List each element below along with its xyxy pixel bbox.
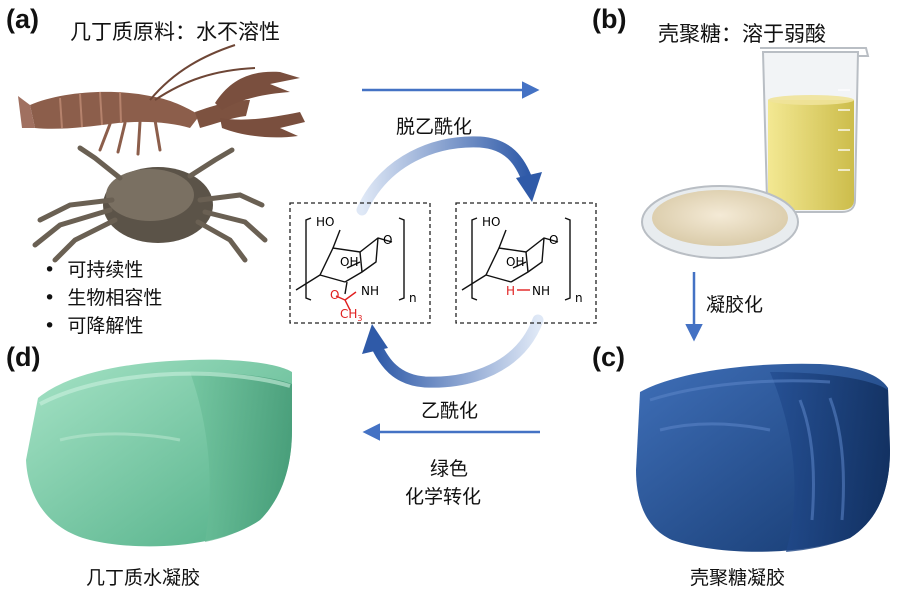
gelation-label: 凝胶化 [706,294,764,316]
crustacean-illustration [18,44,305,263]
chitosan-o-label: O [549,233,558,247]
beaker-icon [760,47,870,213]
chitosan-nh-label: NH [532,284,550,298]
panel-b-title: 壳聚糖：溶于弱酸 [658,22,826,46]
property-item: • 生物相容性 [44,287,163,309]
chitin-structure: HO OH O NH O CH3 n [289,202,431,324]
chitin-hydrogel-caption: 几丁质水凝胶 [86,567,201,589]
bullet-icon: • [44,315,56,337]
chitin-o-label: O [383,233,392,247]
property-item: • 可降解性 [44,315,144,337]
panel-a-title: 几丁质原料：水不溶性 [70,20,280,44]
crayfish-icon [18,44,305,156]
chitin-nh-label: NH [361,284,379,298]
chitin-ho-label: HO [316,215,334,229]
chitosan-ho-label: HO [482,215,500,229]
chitosan-oh-label: OH [506,255,524,269]
chitosan-repeat-n: n [575,291,583,305]
acetylation-label: 乙酰化 [421,400,479,422]
panel-d-letter: (d) [6,342,41,372]
panel-a-letter: (a) [6,4,39,34]
crab-icon [32,145,268,263]
cycle-arrow-top [356,136,542,216]
property-item: • 可持续性 [44,259,144,281]
petri-dish-icon [641,185,799,259]
chitin-carbonyl-o-label: O [330,288,339,302]
chitin-oh-label: OH [340,255,358,269]
bullet-icon: • [44,259,56,281]
chitin-ch-label: CH3 [340,307,363,323]
chitosan-gel-block [636,363,890,552]
chitin-repeat-n: n [409,291,417,305]
chitosan-structure: HO OH O NH H n [455,202,597,324]
green-label-line2: 化学转化 [405,486,482,508]
green-label-line1: 绿色 [430,458,469,480]
property-list: • 可持续性 • 生物相容性 • 可降解性 [44,256,162,340]
chitosan-hydrogel-caption: 壳聚糖凝胶 [690,567,786,589]
panel-c-letter: (c) [592,342,625,372]
panel-b-letter: (b) [592,4,627,34]
chitin-hydrogel-block [26,359,292,547]
cycle-arrow-bottom [362,314,544,388]
deacetylation-label: 脱乙酰化 [396,116,473,138]
bullet-icon: • [44,287,56,309]
chitosan-h-label: H [506,284,515,298]
